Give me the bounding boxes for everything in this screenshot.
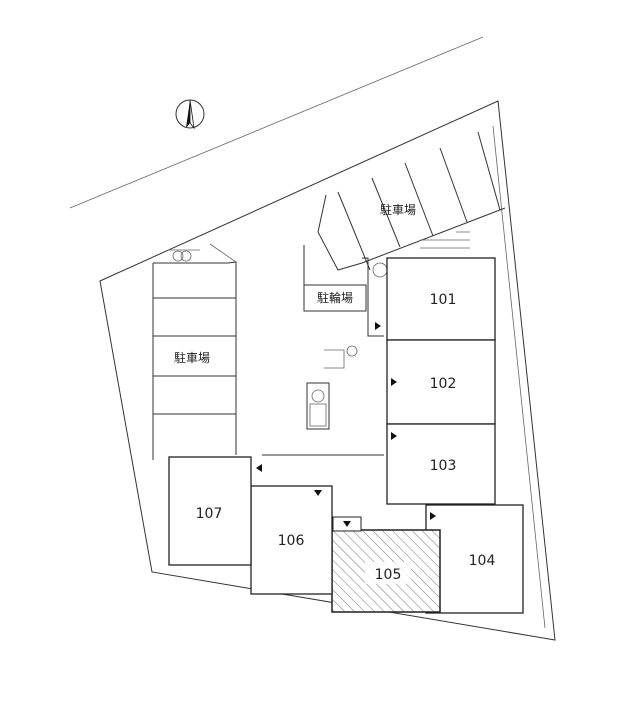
north-arrow-icon <box>175 99 205 130</box>
unit-105-label: 105 <box>375 567 402 583</box>
building-wall <box>362 257 384 337</box>
stair-fixture <box>306 262 388 430</box>
unit-102-label: 102 <box>430 376 457 392</box>
left-parking-label: 駐車場 <box>174 350 210 365</box>
bicycle-parking-label: 駐輪場 <box>317 290 353 305</box>
site-boundary <box>99 100 556 641</box>
unit-101-label: 101 <box>430 292 457 308</box>
bicycle-parking-area <box>303 245 367 312</box>
left-parking-area <box>152 243 237 460</box>
road-edge-line <box>69 36 484 209</box>
unit-106-label: 106 <box>278 533 305 549</box>
top-parking-area <box>317 131 506 271</box>
unit-103-label: 103 <box>430 458 457 474</box>
unit-107[interactable] <box>168 456 262 566</box>
unit-107-label: 107 <box>196 506 223 522</box>
unit-106[interactable] <box>250 485 333 595</box>
unit-105[interactable] <box>331 516 441 613</box>
top-parking-label: 駐車場 <box>380 202 416 217</box>
unit-101[interactable] <box>375 257 496 341</box>
unit-102[interactable] <box>386 339 496 425</box>
unit-103[interactable] <box>386 423 496 505</box>
unit-104-label: 104 <box>469 553 496 569</box>
